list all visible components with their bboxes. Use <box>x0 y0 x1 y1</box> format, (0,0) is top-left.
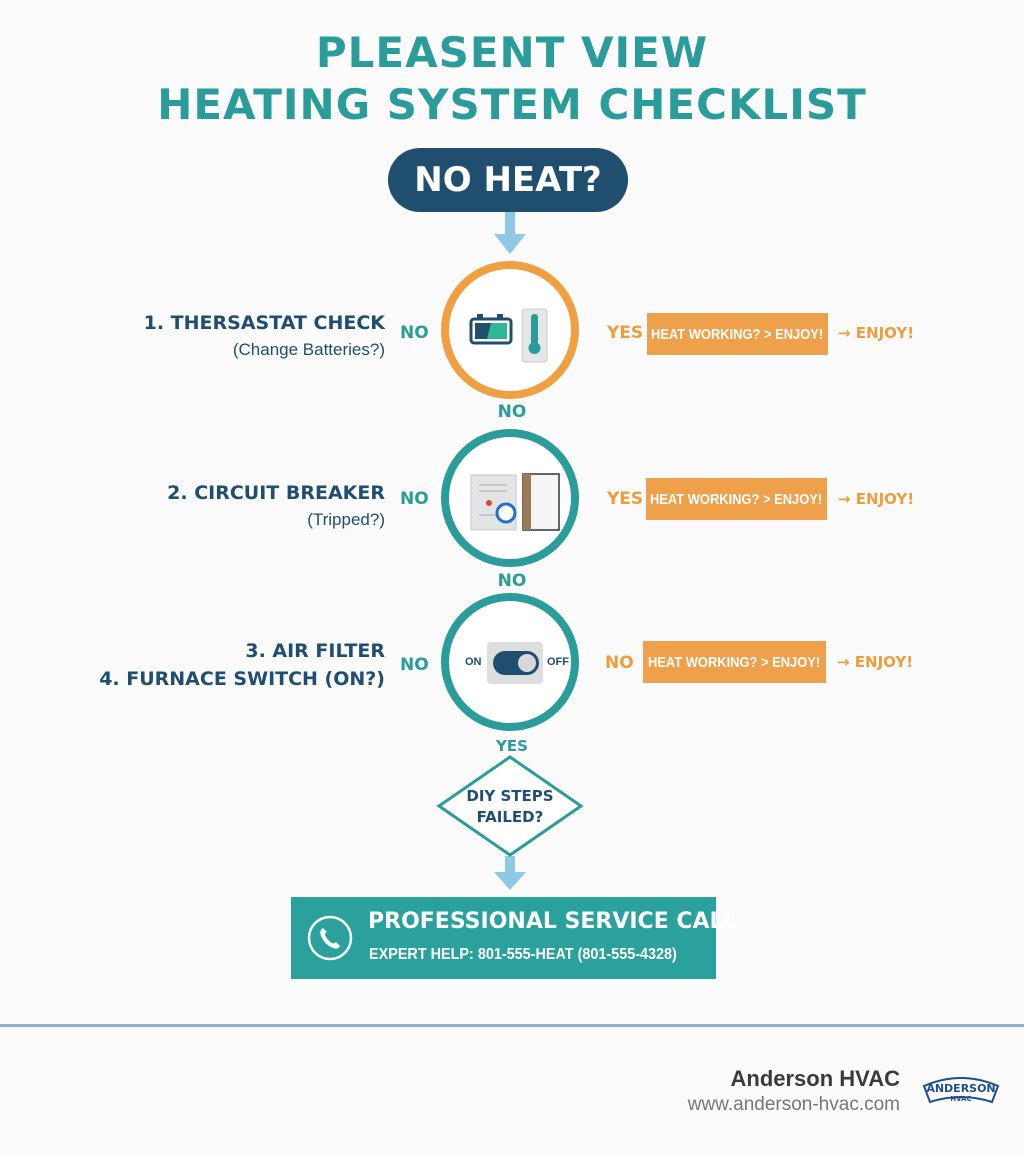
step-3-circle: ON OFF <box>441 593 579 731</box>
anderson-logo-icon: ANDERSON HVAC <box>922 1077 1000 1104</box>
service-title: PROFESSIONAL SERVICE CALL <box>368 909 738 934</box>
title-line-2: HEATING SYSTEM CHECKLIST <box>157 80 867 129</box>
decision-line-1: DIY STEPS <box>466 787 554 805</box>
step-2-label: 2. CIRCUIT BREAKER (Tripped?) <box>167 482 385 530</box>
result-text: HEAT WORKING? > ENJOY! <box>650 490 823 508</box>
switch-off-label: OFF <box>547 656 569 668</box>
service-phone[interactable]: EXPERT HELP: 801-555-HEAT (801-555-4328) <box>369 946 677 963</box>
footer-brand: Anderson HVAC www.anderson-hvac.com <box>688 1066 900 1116</box>
logo-sub: HVAC <box>950 1095 971 1103</box>
branch-label: NO <box>400 323 429 343</box>
connector-label: YES <box>496 737 528 755</box>
connector-label: NO <box>497 571 527 591</box>
step-3-label: 3. AIR FILTER 4. FURNACE SWITCH (ON?) <box>99 640 385 690</box>
switch-on-label: ON <box>465 656 482 668</box>
company-logo: ANDERSON HVAC <box>920 1072 1002 1112</box>
step-subtitle: 4. FURNACE SWITCH (ON?) <box>99 668 385 690</box>
step-title: 2. CIRCUIT BREAKER <box>167 482 385 504</box>
decision-text: DIY STEPS FAILED? <box>436 786 584 828</box>
step-subtitle: (Change Batteries?) <box>232 340 385 359</box>
enjoy-label: → ENJOY! <box>837 653 914 671</box>
company-url[interactable]: www.anderson-hvac.com <box>687 1094 900 1115</box>
phone-icon <box>307 915 353 961</box>
decision-line-2: FAILED? <box>476 808 544 826</box>
breaker-filter-icon <box>470 473 560 531</box>
logo-text: ANDERSON <box>926 1082 995 1095</box>
enjoy-label: → ENJOY! <box>838 324 915 342</box>
branch-label: NO <box>400 655 429 675</box>
connector-label: NO <box>497 402 527 422</box>
toggle-switch-icon <box>487 642 543 684</box>
step-subtitle: (Tripped?) <box>307 510 385 529</box>
result-text: HEAT WORKING? > ENJOY! <box>648 653 821 671</box>
step-title: 1. THERSASTAT CHECK <box>143 312 385 334</box>
company-name: Anderson HVAC <box>730 1066 901 1091</box>
branch-label: YES <box>607 489 644 509</box>
step-1-label: 1. THERSASTAT CHECK (Change Batteries?) <box>144 312 385 360</box>
step-2-circle <box>441 429 579 567</box>
branch-label: NO <box>605 653 634 673</box>
arrow-down-icon <box>494 856 526 890</box>
result-box: HEAT WORKING? > ENJOY! <box>643 641 826 683</box>
result-text: HEAT WORKING? > ENJOY! <box>651 325 824 343</box>
decision-diamond <box>436 755 584 857</box>
start-node: NO HEAT? <box>388 148 628 212</box>
footer-divider <box>0 1024 1024 1027</box>
service-call-box[interactable]: PROFESSIONAL SERVICE CALL EXPERT HELP: 8… <box>291 897 738 979</box>
branch-label: YES <box>607 323 644 343</box>
result-box: HEAT WORKING? > ENJOY! <box>647 313 828 355</box>
step-title: 3. AIR FILTER <box>245 640 385 662</box>
branch-label: NO <box>400 489 429 509</box>
title-line-1: PLEASENT VIEW <box>315 28 709 77</box>
battery-thermostat-icon <box>469 308 548 363</box>
step-1-circle <box>441 261 579 399</box>
result-box: HEAT WORKING? > ENJOY! <box>646 478 827 520</box>
enjoy-label: → ENJOY! <box>838 490 915 508</box>
arrow-down-icon <box>494 212 526 254</box>
